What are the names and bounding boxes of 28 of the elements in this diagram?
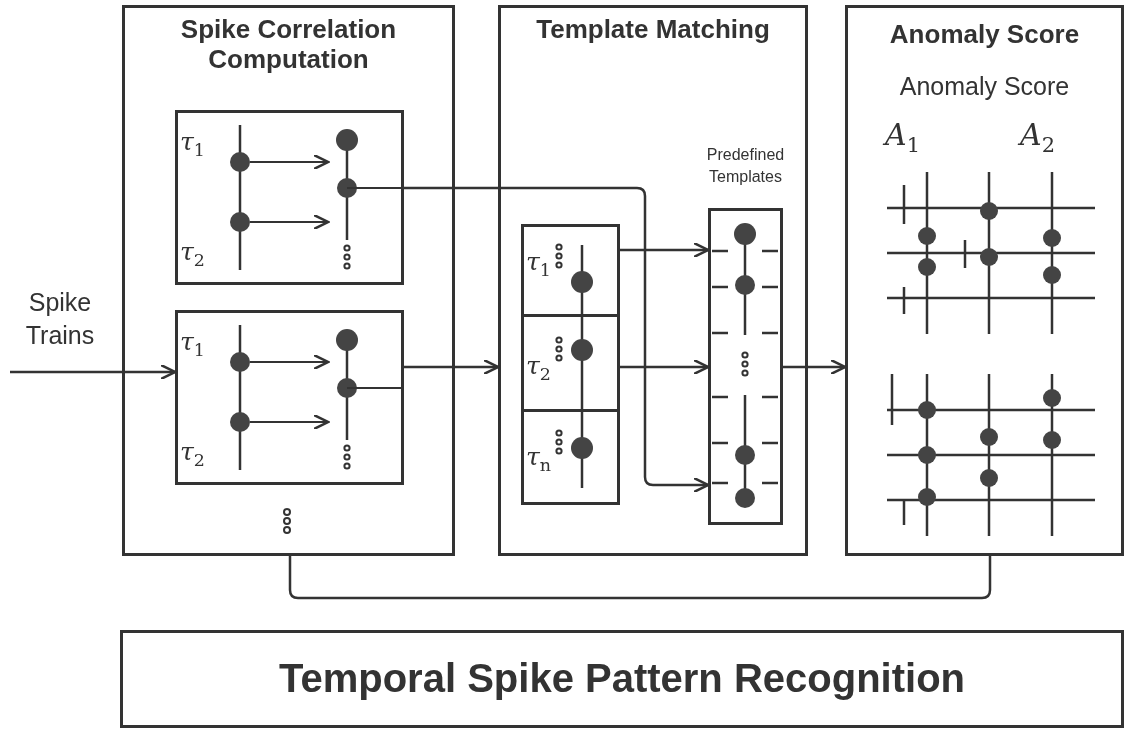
spike-raster-box	[175, 110, 404, 285]
spike-raster-box	[175, 310, 404, 485]
tau-label: τ$_{1}$	[180, 328, 205, 361]
tau-label: τ$_{2}$	[180, 438, 205, 471]
panel-title: Template Matching	[535, 15, 771, 45]
connector-line	[288, 556, 992, 600]
tau-label: τ$_{2}$	[526, 352, 551, 385]
panel-title: Anomaly Score	[888, 20, 1081, 50]
panel-title: Spike Correlation Computation	[179, 15, 398, 75]
banner-title: Temporal Spike Pattern Recognition	[277, 655, 966, 701]
arrow	[620, 241, 710, 259]
delay-cell	[521, 409, 620, 505]
title-banner	[120, 630, 1124, 728]
score-heading: Anomaly Score	[898, 72, 1071, 101]
tau-label: τ$_{n}$	[526, 443, 552, 476]
tau-label: τ$_{1}$	[526, 248, 551, 281]
process-panel	[498, 5, 808, 556]
process-panel	[122, 5, 455, 556]
tau-label: τ$_{2}$	[180, 238, 205, 271]
arrow	[783, 358, 847, 376]
process-panel	[845, 5, 1124, 556]
template-heading: Predefined Templates	[705, 145, 786, 187]
arrow	[404, 186, 710, 494]
arrow	[404, 358, 500, 376]
arrow	[10, 363, 177, 381]
input-label: Spike Trains	[24, 287, 96, 351]
tau-label: τ$_{1}$	[180, 128, 205, 161]
arrow	[620, 358, 710, 376]
